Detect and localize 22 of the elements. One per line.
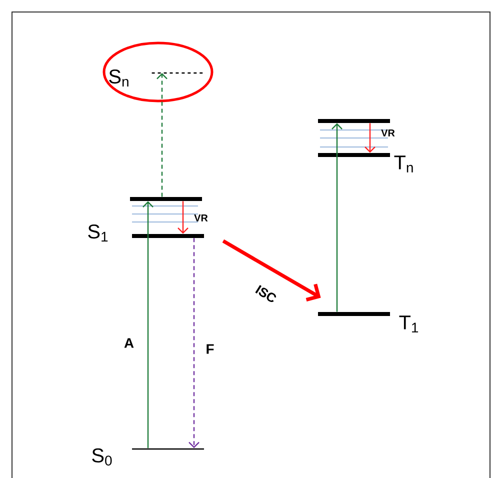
level-label: T$_{1}$ [399, 316, 418, 332]
level-label: S$_{1}$ [88, 224, 108, 242]
arrow [222, 239, 321, 302]
energy-level [132, 234, 204, 238]
edge-label: F [206, 344, 214, 354]
level-label: S$_{0}$ [92, 448, 112, 466]
level-label: S$_{n}$ [109, 69, 128, 86]
edge-label: VR [194, 214, 208, 222]
edge-label: A [124, 338, 134, 348]
energy-level [318, 312, 390, 316]
edge-label: VR [381, 130, 395, 136]
arrow [142, 201, 154, 448]
energy-level [318, 152, 390, 157]
arrow [178, 201, 188, 234]
energy-level [318, 118, 390, 123]
arrow [156, 72, 168, 197]
energy-level [130, 196, 202, 201]
arrow [332, 123, 342, 312]
level-label: T$_{n}$ [394, 156, 413, 172]
edge-label: ISC [255, 284, 276, 302]
arrow [364, 123, 376, 153]
arrow [188, 238, 200, 448]
